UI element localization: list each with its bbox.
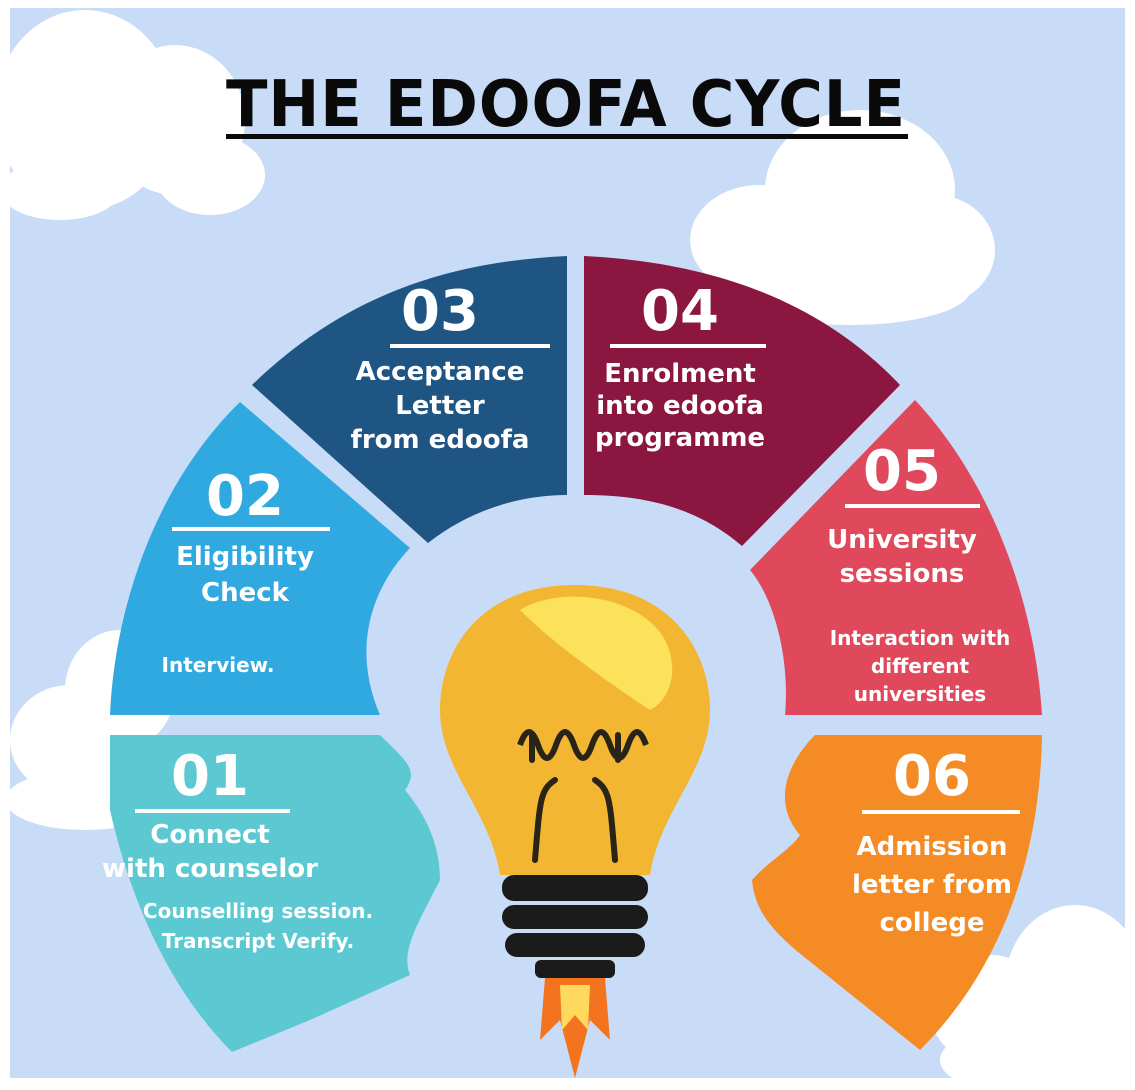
step-title-line: Enrolment bbox=[604, 359, 756, 389]
step-divider bbox=[610, 344, 766, 348]
segment-02 bbox=[110, 402, 410, 715]
step-divider bbox=[172, 527, 330, 531]
step-divider bbox=[390, 344, 550, 348]
step-detail-line: Interaction with bbox=[830, 626, 1011, 650]
step-title-line: University bbox=[827, 525, 977, 555]
cloud-top-left bbox=[0, 10, 265, 220]
cloud-top-right bbox=[690, 110, 995, 325]
step-number: 03 bbox=[401, 279, 479, 344]
step-detail-line: different bbox=[871, 654, 970, 678]
step-title-line: Check bbox=[201, 578, 290, 608]
rocket-flame bbox=[540, 978, 610, 1078]
segment-04 bbox=[584, 256, 900, 546]
step-title-line: with counselor bbox=[102, 854, 318, 884]
step-number: 02 bbox=[206, 464, 284, 529]
step-title-line: college bbox=[880, 908, 985, 938]
lightbulb-rocket-icon bbox=[440, 585, 710, 1078]
bulb-filament bbox=[529, 732, 621, 863]
step-detail-line: Interview. bbox=[162, 653, 275, 677]
step-detail-line: Counselling session. bbox=[143, 899, 373, 923]
step-title-line: Admission bbox=[857, 832, 1008, 862]
step-detail-line: Transcript Verify. bbox=[162, 929, 355, 953]
step-title-line: programme bbox=[595, 423, 765, 453]
step-number: 06 bbox=[893, 744, 971, 809]
bulb-coil bbox=[517, 729, 649, 761]
step-divider bbox=[135, 809, 290, 813]
step-title-line: letter from bbox=[852, 870, 1012, 900]
step-title-line: from edoofa bbox=[351, 425, 530, 455]
cycle-segments bbox=[110, 256, 1042, 1052]
segment-05 bbox=[750, 400, 1042, 715]
step-title-line: Eligibility bbox=[176, 542, 314, 572]
title: THE EDOOFA CYCLE bbox=[226, 68, 906, 142]
step-divider bbox=[845, 504, 980, 508]
step-title-line: Letter bbox=[395, 391, 485, 421]
step-title-line: Connect bbox=[150, 820, 269, 850]
step-number: 04 bbox=[641, 279, 719, 344]
title-underline bbox=[226, 134, 908, 139]
step-number: 01 bbox=[171, 744, 249, 809]
step-title-line: into edoofa bbox=[596, 391, 764, 421]
bulb-base bbox=[502, 875, 648, 978]
step-divider bbox=[862, 810, 1020, 814]
bulb-highlight bbox=[520, 596, 673, 710]
step-title-line: sessions bbox=[840, 559, 965, 589]
cloud-bottom-right bbox=[930, 905, 1135, 1090]
step-title-line: Acceptance bbox=[356, 357, 525, 387]
segment-01 bbox=[110, 735, 440, 1052]
segment-03 bbox=[252, 256, 567, 543]
step-number: 05 bbox=[863, 439, 941, 504]
step-detail-line: universities bbox=[854, 682, 986, 706]
